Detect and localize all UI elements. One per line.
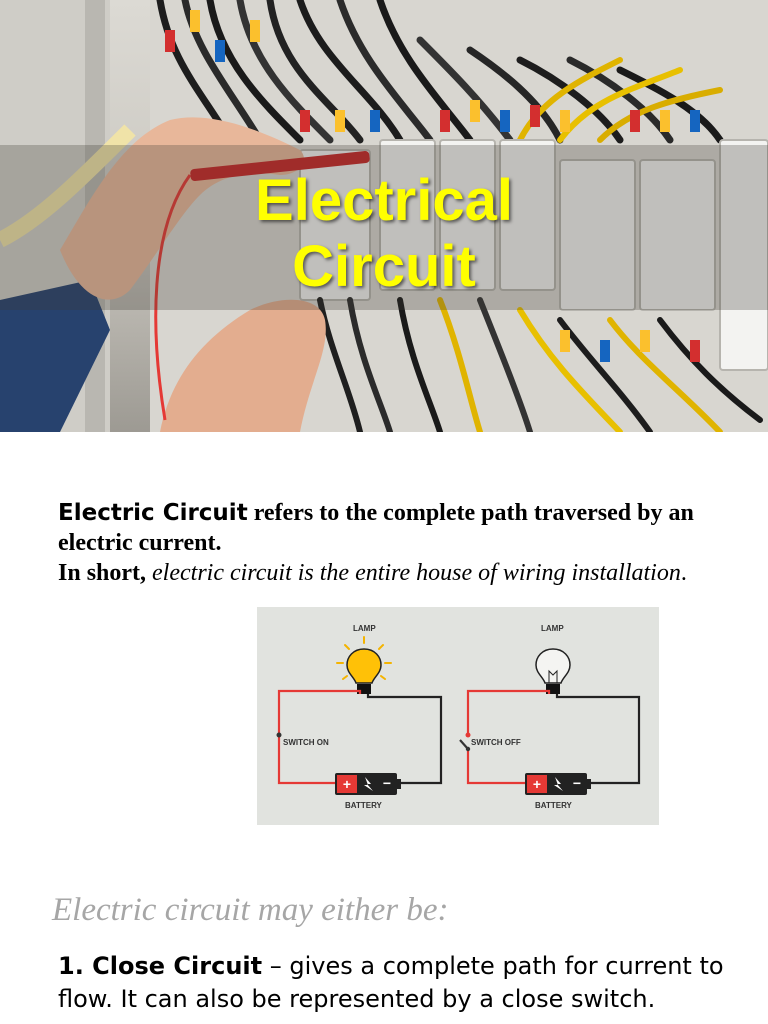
svg-text:−: − <box>573 775 581 791</box>
lamp-on-icon <box>346 648 382 684</box>
definition-term: Electric Circuit <box>58 500 248 526</box>
left-positive-wire-top <box>277 689 362 732</box>
lamp-base <box>357 684 371 694</box>
definition-paragraph: Electric Circuit refers to the complete … <box>58 498 698 588</box>
short-end: . <box>680 560 687 586</box>
left-positive-wire-bottom <box>277 732 335 785</box>
list-item-text: – gives a complete path for current to f… <box>58 952 724 1013</box>
left-lamp-label: LAMP <box>353 624 376 633</box>
right-lamp-label: LAMP <box>541 624 564 633</box>
electrical-panel-illustration <box>0 0 768 432</box>
svg-text:+: + <box>343 776 351 792</box>
lamp-off-icon <box>535 648 571 684</box>
right-circuit: + − <box>459 648 641 795</box>
list-item-label: 1. Close Circuit <box>58 952 263 980</box>
short-italic: electric circuit is the entire house of … <box>152 560 681 586</box>
svg-text:−: − <box>383 775 391 791</box>
hero-photo: Electrical Circuit <box>0 0 768 432</box>
short-prefix: In short, <box>58 560 153 586</box>
circuit-diagram-svg: + − + <box>276 636 641 795</box>
page-title: Electrical Circuit <box>0 168 768 300</box>
right-battery-label: BATTERY <box>535 801 572 810</box>
left-negative-wire <box>366 694 443 785</box>
left-switch-label: SWITCH ON <box>283 738 329 747</box>
circuit-diagram: + − + <box>257 607 659 825</box>
title-overlay-band <box>0 145 768 310</box>
right-positive-wire-top <box>466 689 551 734</box>
right-positive-wire-bottom <box>466 749 525 785</box>
list-item-close-circuit: 1. Close Circuit – gives a complete path… <box>58 950 738 1016</box>
title-line-1: Electrical <box>255 168 513 233</box>
right-switch-label: SWITCH OFF <box>471 738 521 747</box>
definition-text: refers to the complete path traversed by… <box>58 500 694 556</box>
section-heading: Electric circuit may either be: <box>52 892 449 928</box>
right-battery-icon: + − <box>525 773 591 795</box>
svg-text:+: + <box>533 776 541 792</box>
title-line-2: Circuit <box>292 234 476 300</box>
lamp-rays <box>336 636 392 680</box>
right-negative-wire <box>555 694 641 785</box>
left-battery-label: BATTERY <box>345 801 382 810</box>
left-circuit: + − <box>276 636 443 795</box>
lamp-base <box>546 684 560 694</box>
left-battery-icon: + − <box>335 773 401 795</box>
right-switch-icon <box>459 732 471 752</box>
left-switch-icon <box>276 732 282 738</box>
